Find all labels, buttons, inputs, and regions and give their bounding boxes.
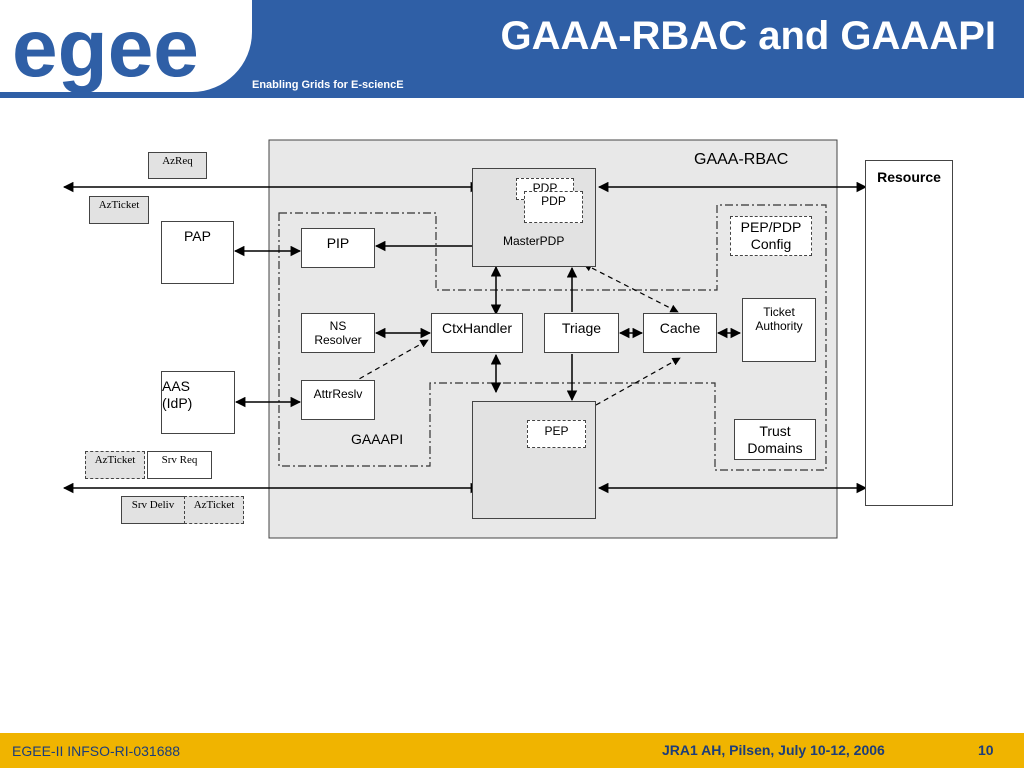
cache-label: Cache <box>659 320 701 336</box>
ticket-authority-box: Ticket Authority <box>742 298 816 362</box>
azreq-box: AzReq <box>148 152 207 179</box>
ns-resolver-label-line1: NS <box>329 318 347 333</box>
slide-footer: EGEE-II INFSO-RI-031688 JRA1 AH, Pilsen,… <box>0 733 1024 768</box>
ctxhandler-box: CtxHandler <box>431 313 523 353</box>
footer-page-number: 10 <box>978 742 994 758</box>
trust-domains-box: Trust Domains <box>734 419 816 460</box>
aas-label-line1: AAS <box>162 378 191 394</box>
pip-box: PIP <box>301 228 375 268</box>
azticket-box-mid: AzTicket <box>85 451 145 479</box>
pep-pdp-config-label-line2: Config <box>750 236 792 252</box>
srv-req-box: Srv Req <box>147 451 212 479</box>
azreq-label: AzReq <box>162 155 193 167</box>
pep-pdp-config-label-line1: PEP/PDP <box>740 219 802 236</box>
gaaapi-label: GAAAPI <box>351 431 404 447</box>
header-subbar <box>0 78 1024 98</box>
pdp-box-front: PDP <box>524 191 583 223</box>
triage-box: Triage <box>544 313 619 353</box>
ns-resolver-box: NS Resolver <box>301 313 375 353</box>
pep-label: PEP <box>544 424 569 438</box>
attrreslv-box: AttrReslv <box>301 380 375 420</box>
pep-container-box <box>472 401 596 519</box>
logo-area: egee <box>0 0 252 94</box>
tagline: Enabling Grids for E-sciencE <box>252 79 404 91</box>
slide-header: egee GAAA-RBAC and GAAAPI Enabling Grids… <box>0 0 1024 100</box>
trust-domains-label-line1: Trust <box>759 422 791 439</box>
ticket-authority-label-line2: Authority <box>755 319 803 334</box>
gaaa-rbac-diagram: GAAA-RBAC GAAAPI Resource AzReq AzTicket… <box>0 100 1024 733</box>
azticket-box-bottom: AzTicket <box>184 496 244 524</box>
ctxhandler-label: CtxHandler <box>441 320 513 336</box>
azticket-top-label: AzTicket <box>98 199 140 211</box>
azticket-bottom-label: AzTicket <box>193 499 235 511</box>
slide-title: GAAA-RBAC and GAAAPI <box>500 14 996 58</box>
azticket-mid-label: AzTicket <box>94 454 136 466</box>
footer-event: JRA1 AH, Pilsen, July 10-12, 2006 <box>662 742 885 758</box>
pep-pdp-config-box: PEP/PDP Config <box>730 216 812 256</box>
cache-box: Cache <box>643 313 717 353</box>
egee-logo-text: egee <box>12 3 199 92</box>
aas-box: AAS (IdP) <box>161 371 235 434</box>
triage-label: Triage <box>561 320 602 336</box>
egee-logo: egee <box>12 3 199 94</box>
attrreslv-label: AttrReslv <box>313 387 363 401</box>
gaaapi-outline <box>278 204 827 471</box>
masterpdp-label: MasterPDP <box>503 234 565 248</box>
pap-label: PAP <box>184 228 211 244</box>
resource-box: Resource <box>865 160 953 506</box>
srv-req-label: Srv Req <box>161 454 198 466</box>
ns-resolver-label-line2: Resolver <box>314 333 362 347</box>
azticket-box-top: AzTicket <box>89 196 149 224</box>
footer-project-id: EGEE-II INFSO-RI-031688 <box>12 743 181 759</box>
srv-deliv-label: Srv Deliv <box>131 499 175 511</box>
pdp-front-label: PDP <box>541 194 566 208</box>
pap-box: PAP <box>161 221 234 284</box>
srv-deliv-box: Srv Deliv <box>121 496 185 524</box>
pip-label: PIP <box>326 235 350 251</box>
trust-domains-label-line2: Domains <box>747 439 803 456</box>
pep-box: PEP <box>527 420 586 448</box>
ticket-authority-label-line1: Ticket <box>763 305 795 319</box>
aas-label-line2: (IdP) <box>162 394 193 411</box>
gaaa-rbac-label: GAAA-RBAC <box>694 151 789 168</box>
pep-cache-dashed-arrow <box>595 357 681 406</box>
resource-label: Resource <box>877 169 941 185</box>
